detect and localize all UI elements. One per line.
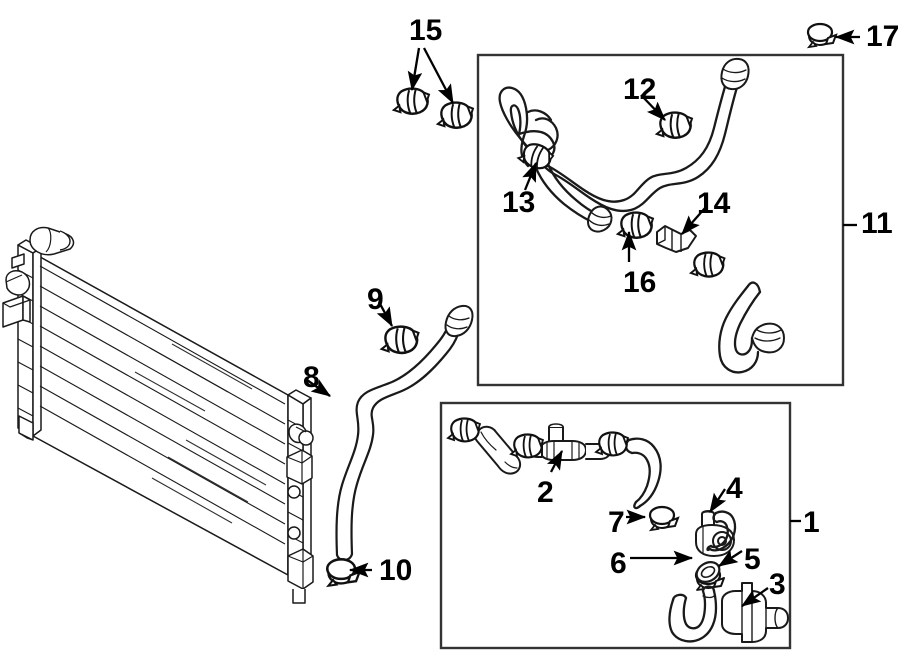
hose-clamp-15-b (436, 101, 475, 129)
callout-13[interactable]: 13 (502, 186, 536, 219)
callout-2[interactable]: 2 (537, 476, 554, 509)
hose-clamp-1-a (446, 417, 482, 443)
hose-clamp-1-c (594, 431, 630, 457)
hose-clamp-16 (616, 211, 655, 239)
callout-17[interactable]: 17 (866, 20, 900, 53)
hose-clamp-1-b (509, 433, 545, 459)
callout-11[interactable]: 11 (861, 207, 893, 240)
callout-9[interactable]: 9 (367, 283, 384, 316)
callout-6[interactable]: 6 (610, 547, 627, 580)
radiator-assembly (2, 226, 314, 604)
hose-clamp-9 (380, 325, 420, 355)
callout-10[interactable]: 10 (379, 554, 413, 587)
radiator-hose-assembly-11 (498, 57, 785, 374)
callout-16[interactable]: 16 (623, 266, 657, 299)
hose-clamp-14-b (689, 251, 726, 278)
callout-12[interactable]: 12 (623, 73, 657, 106)
callout-8[interactable]: 8 (303, 361, 320, 394)
callout-5[interactable]: 5 (744, 543, 761, 576)
callout-14[interactable]: 14 (697, 187, 731, 220)
callout-15[interactable]: 15 (409, 14, 443, 47)
callout-3[interactable]: 3 (769, 568, 786, 601)
callout-4[interactable]: 4 (726, 472, 743, 505)
callout-1[interactable]: 1 (803, 506, 820, 539)
heater-hose-assembly-1 (473, 423, 789, 643)
coolant-hose-8 (335, 304, 474, 562)
callout-7[interactable]: 7 (608, 506, 625, 539)
hose-clamp-15-a (392, 87, 431, 115)
group-box-1 (439, 401, 792, 650)
leader-lines (306, 29, 860, 607)
group-box-11 (476, 53, 845, 387)
